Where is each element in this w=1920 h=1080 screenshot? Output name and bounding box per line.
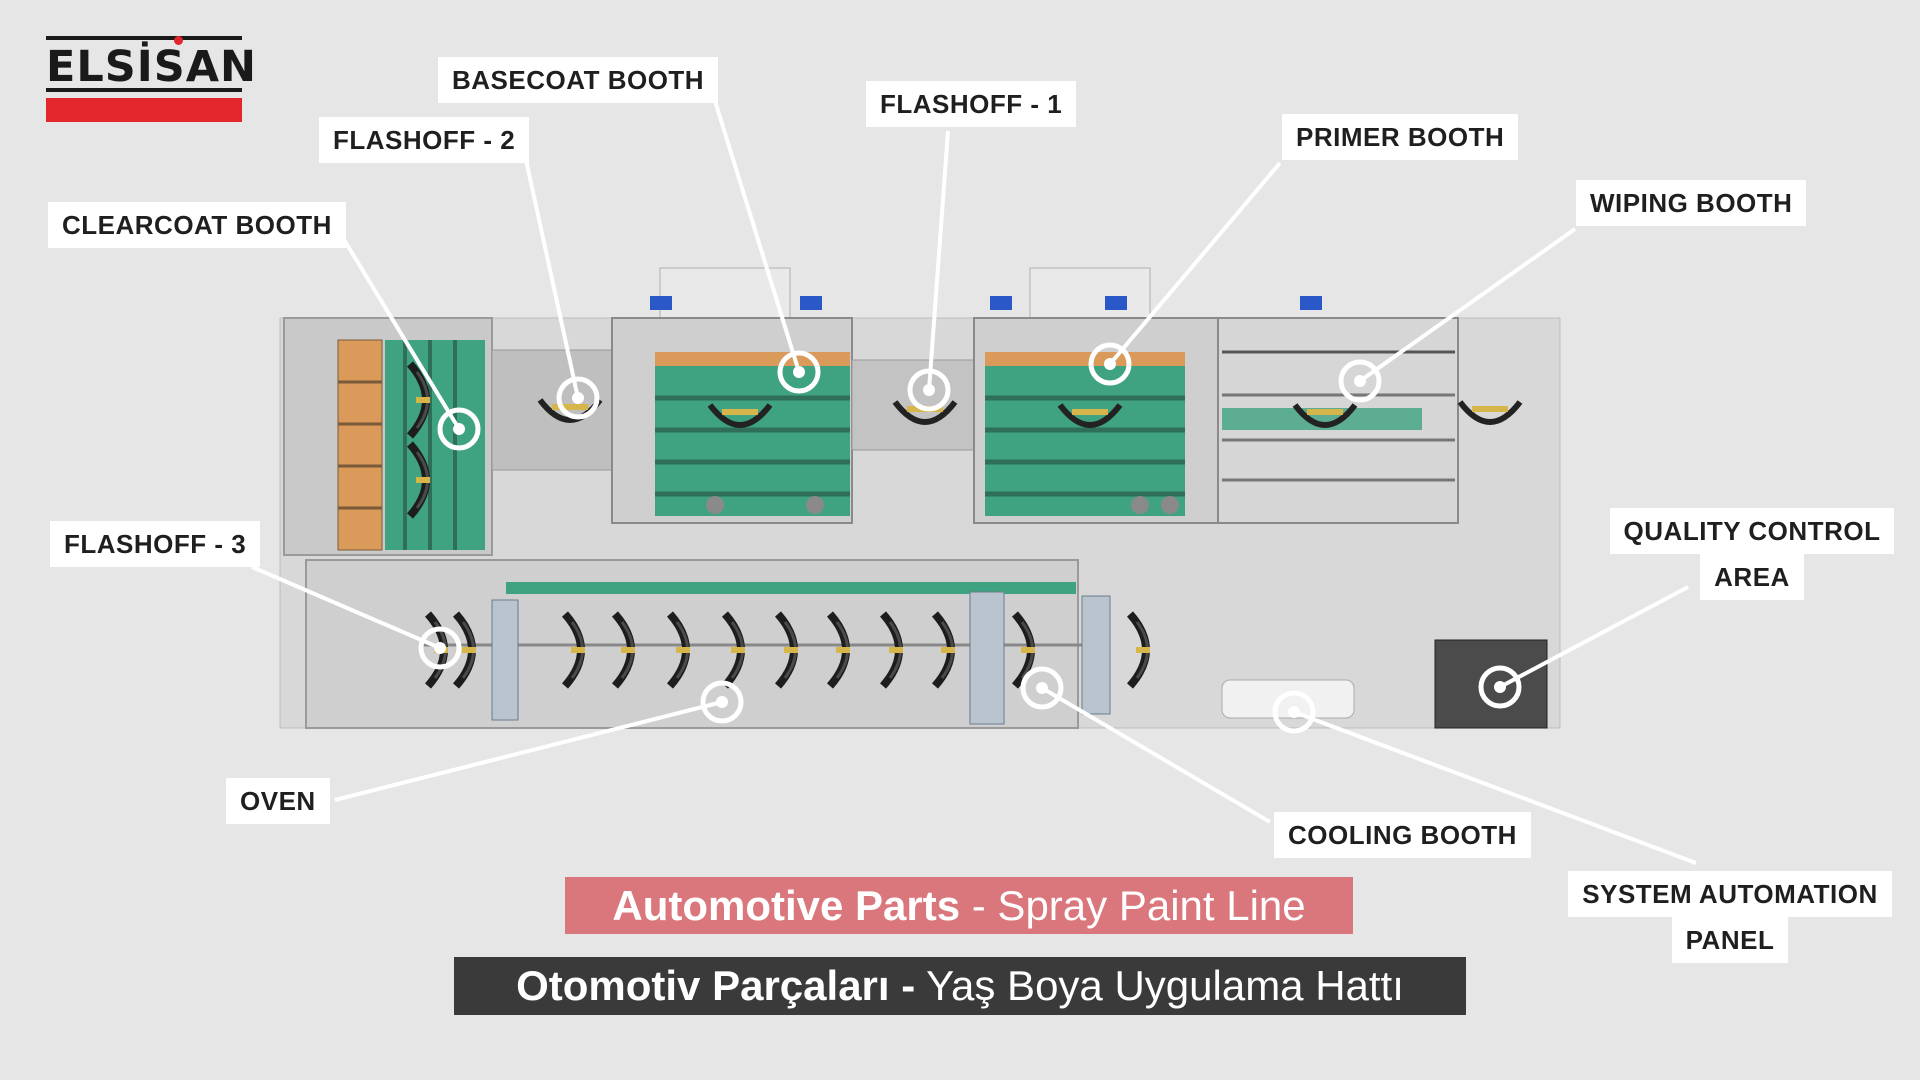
target-marker bbox=[418, 626, 462, 670]
logo-rule bbox=[46, 88, 242, 92]
clearcoat-booth-structure bbox=[283, 317, 493, 556]
label-quality-control-area: QUALITY CONTROL AREA bbox=[1608, 508, 1896, 600]
title-english: Automotive Parts - Spray Paint Line bbox=[565, 877, 1353, 934]
logo-red-bar bbox=[46, 98, 242, 122]
label-flashoff-1: FLASHOFF - 1 bbox=[866, 81, 1077, 127]
target-marker bbox=[907, 368, 951, 412]
logo-dot bbox=[174, 36, 183, 45]
title-turkish: Otomotiv Parçaları - Yaş Boya Uygulama H… bbox=[454, 957, 1466, 1015]
target-markers bbox=[418, 342, 1522, 734]
label-system-automation-line1: SYSTEM AUTOMATION bbox=[1568, 871, 1892, 917]
target-marker bbox=[1020, 666, 1064, 710]
target-marker bbox=[1088, 342, 1132, 386]
primer-booth-structure bbox=[973, 267, 1219, 524]
label-quality-control-line2: AREA bbox=[1700, 554, 1804, 600]
label-system-automation-line2: PANEL bbox=[1671, 917, 1789, 963]
basecoat-booth-structure bbox=[611, 267, 853, 524]
target-marker bbox=[556, 376, 600, 420]
wiping-booth-structure bbox=[1217, 296, 1459, 524]
leader-lines bbox=[251, 100, 1697, 865]
label-wiping-booth: WIPING BOOTH bbox=[1576, 180, 1807, 226]
target-marker bbox=[1272, 690, 1316, 734]
label-cooling-booth: COOLING BOOTH bbox=[1274, 812, 1531, 858]
brand-logo-text: ELSİSAN bbox=[46, 36, 256, 92]
label-oven: OVEN bbox=[226, 778, 330, 824]
target-marker bbox=[1478, 665, 1522, 709]
brand-logo: ELSİSAN bbox=[46, 36, 256, 124]
target-marker bbox=[1338, 359, 1382, 403]
target-marker bbox=[700, 680, 744, 724]
label-system-automation-panel: SYSTEM AUTOMATION PANEL bbox=[1566, 871, 1894, 963]
title-turkish-bold: Otomotiv Parçaları - bbox=[516, 962, 916, 1009]
label-flashoff-2: FLASHOFF - 2 bbox=[319, 117, 530, 163]
label-flashoff-3: FLASHOFF - 3 bbox=[50, 521, 261, 567]
title-english-rest: - Spray Paint Line bbox=[960, 882, 1306, 929]
label-basecoat-booth: BASECOAT BOOTH bbox=[438, 57, 719, 103]
quality-control-cabin bbox=[1434, 639, 1548, 729]
automation-panel-unit bbox=[1221, 679, 1355, 719]
label-primer-booth: PRIMER BOOTH bbox=[1282, 114, 1519, 160]
label-quality-control-line1: QUALITY CONTROL bbox=[1609, 508, 1895, 554]
title-english-bold: Automotive Parts bbox=[612, 882, 961, 929]
title-turkish-rest: Yaş Boya Uygulama Hattı bbox=[915, 962, 1404, 1009]
target-marker bbox=[777, 350, 821, 394]
label-clearcoat-booth: CLEARCOAT BOOTH bbox=[48, 202, 346, 248]
target-marker bbox=[437, 407, 481, 451]
